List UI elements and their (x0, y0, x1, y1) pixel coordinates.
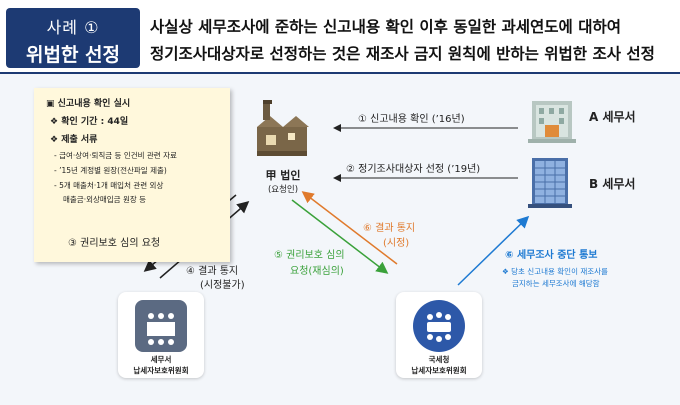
case-number: 사례 ① (46, 18, 100, 37)
case-badge: 사례 ① 위법한 선정 (6, 8, 140, 68)
step7-note-1: ❖ 당초 신고내용 확인이 재조사를 (502, 267, 608, 276)
local-committee-name: 납세자보호위원회 (133, 366, 189, 375)
review-note: ▣ 신고내용 확인 실시 ❖ 확인 기간 : 44일 ❖ 제출 서류 - 급여·… (34, 88, 230, 262)
building-b-icon (528, 158, 572, 208)
factory-icon (257, 100, 309, 156)
note-sub-3b: 매출금·외상매입금 원장 등 (63, 195, 147, 204)
header-line-2: 정기조사대상자로 선정하는 것은 재조사 금지 원칙에 반하는 위법한 조사 선… (150, 45, 655, 63)
note-heading: ▣ 신고내용 확인 실시 (46, 99, 131, 109)
note-sub-3a: - 5개 매출처·1개 매입처 관련 외상 (54, 181, 164, 190)
step3-label: ③ 권리보호 심의 요청 (68, 238, 161, 249)
step1-label: ① 신고내용 확인 (’16년) (358, 114, 465, 125)
step2-label: ② 정기조사대상자 선정 (’19년) (346, 164, 481, 175)
header-line-1: 사실상 세무조사에 준하는 신고내용 확인 이후 동일한 과세연도에 대하여 (150, 18, 621, 36)
nts-committee-name: 납세자보호위원회 (411, 366, 467, 375)
arrow-step6 (301, 191, 398, 265)
local-committee-org: 세무서 (150, 355, 172, 364)
building-a-icon (528, 101, 576, 143)
step6-label-1: ⑥ 결과 통지 (363, 223, 416, 234)
meeting-icon (413, 300, 465, 352)
nts-committee-org: 국세청 (428, 355, 450, 364)
arrow-step7 (457, 215, 530, 286)
step6-label-2: (시정) (383, 238, 410, 249)
note-sub-1: - 급여·상여·퇴직금 등 인건비 관련 자료 (54, 151, 177, 160)
meeting-icon (135, 300, 187, 352)
header-divider (0, 72, 680, 74)
step5-label-2: 요청(재심의) (290, 266, 344, 277)
note-sub-2: - ’15년 계정별 원장(전산파일 제출) (54, 166, 167, 175)
local-committee-card: 세무서 납세자보호위원회 (118, 292, 204, 378)
step4-label-1: ④ 결과 통지 (186, 266, 239, 277)
case-title: 위법한 선정 (25, 44, 120, 66)
step5-label-1: ⑤ 권리보호 심의 (274, 250, 345, 261)
note-item-docs: ❖ 제출 서류 (50, 135, 98, 145)
step7-note-2: 금지하는 세무조사에 해당함 (512, 279, 600, 288)
nts-committee-card: 국세청 납세자보호위원회 (396, 292, 482, 378)
company-role: (요청인) (267, 185, 299, 195)
step4-label-2: (시정불가) (200, 280, 245, 291)
arrow-step5 (291, 199, 389, 274)
office-b-name: B 세무서 (589, 177, 636, 191)
note-item-period: ❖ 확인 기간 : 44일 (50, 117, 129, 127)
step7-label: ⑥ 세무조사 중단 통보 (505, 250, 598, 261)
header: 사례 ① 위법한 선정 사실상 세무조사에 준하는 신고내용 확인 이후 동일한… (0, 0, 680, 72)
company-name: 甲 법인 (265, 169, 301, 182)
office-a-name: A 세무서 (589, 110, 636, 124)
